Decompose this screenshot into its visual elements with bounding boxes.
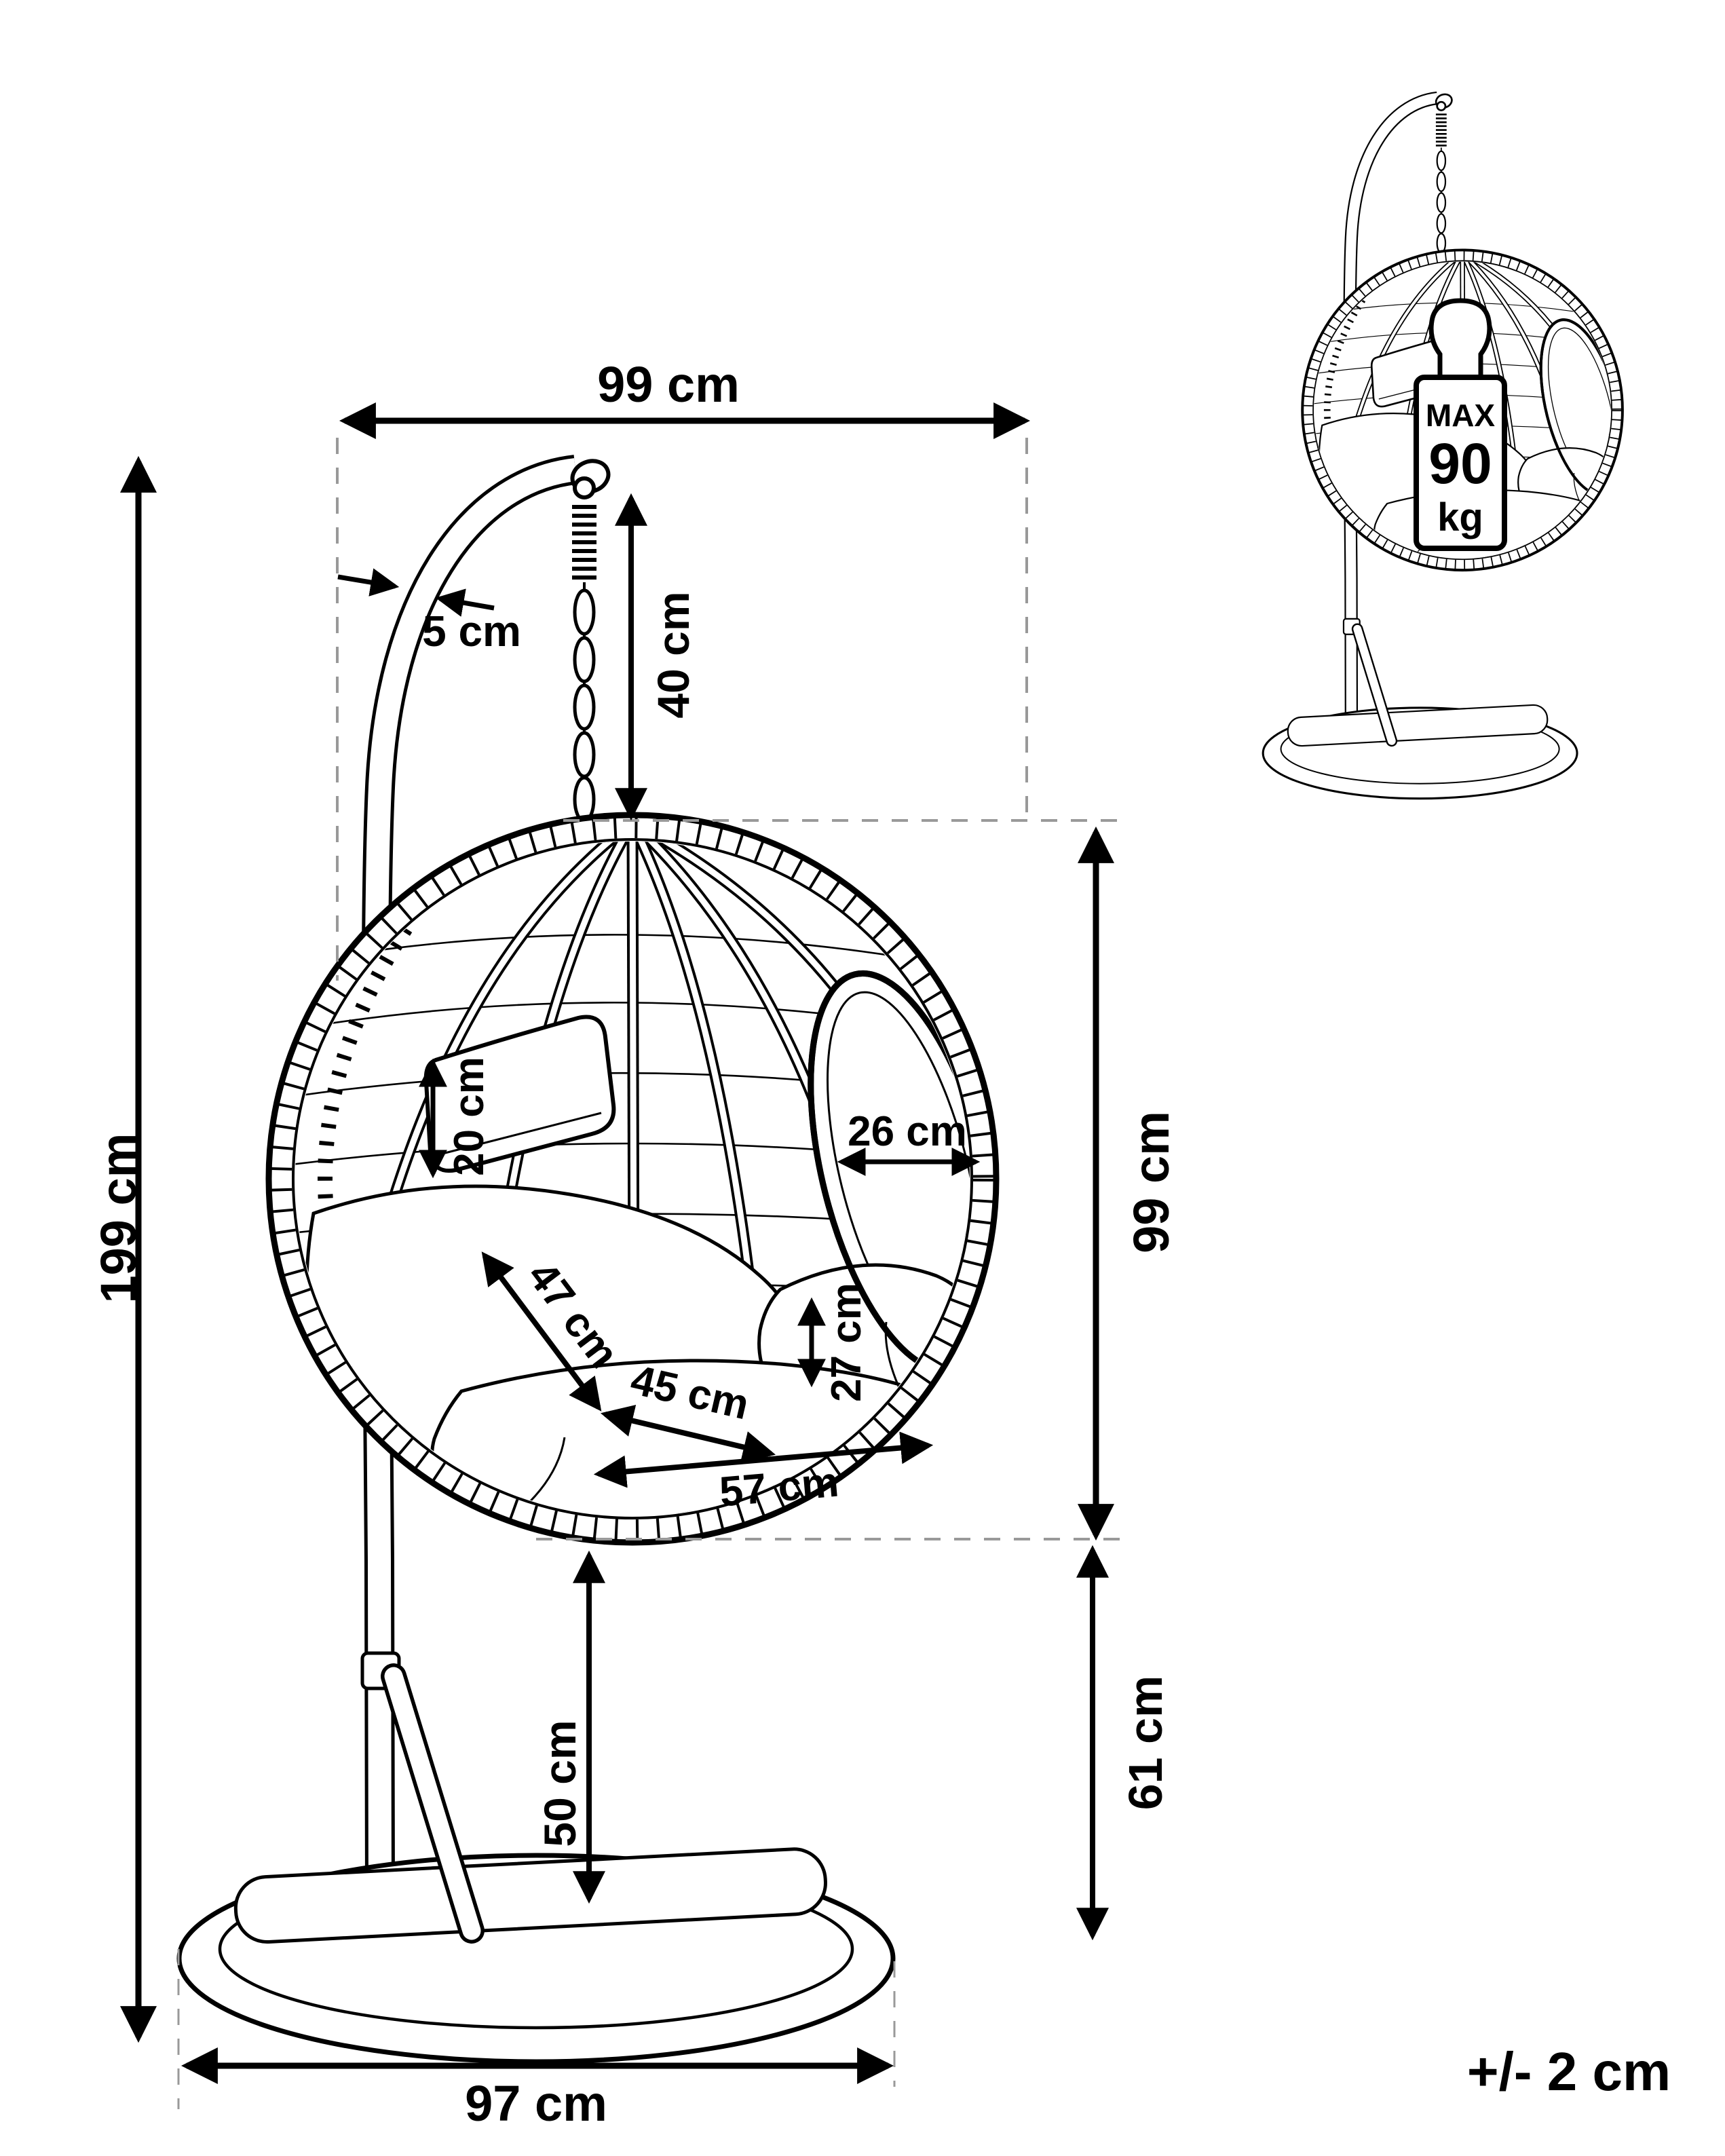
max-load-line3: kg [1437,495,1483,540]
max-load-line2: 90 [1428,432,1492,495]
dim-seat-diagonal-arrow [481,1251,602,1412]
dim-under-clearance: 50 cm [535,1550,605,1904]
dim-overall-width-label: 99 cm [597,356,740,413]
max-load-line1: MAX [1426,398,1496,433]
dim-tube-arrow-right [435,588,495,617]
max-load-box [1414,375,1507,551]
dim-pillow-height: 20 cm [419,1057,493,1179]
dim-basket-height-label: 99 cm [1123,1111,1179,1253]
construction-guides [177,438,1125,2109]
dim-tube-arrow-left [337,568,400,597]
dim-stand-clearance: 61 cm [1076,1545,1172,1941]
dim-inner-width: 57 cm [593,1431,934,1516]
dim-base-width-label: 97 cm [465,2075,607,2132]
dim-inner-width-arrow [593,1431,934,1488]
dim-opening-depth-label: 26 cm [848,1108,967,1155]
dim-under-clearance-label: 50 cm [535,1720,585,1847]
dim-overall-height-label: 199 cm [90,1133,147,1304]
dim-overall-height: 199 cm [90,455,157,2043]
inset-chair-figure: MAX 90 kg [1263,92,1638,799]
dim-stand-clearance-label: 61 cm [1119,1676,1172,1810]
dim-hanger-drop: 40 cm [615,493,698,821]
dim-tube-thickness: 5 cm [337,568,521,656]
dim-cushion-rise-label: 27 cm [823,1283,870,1402]
weight-icon [1428,298,1492,383]
dim-inner-width-label: 57 cm [718,1459,841,1516]
dim-pillow-height-label: 20 cm [446,1057,493,1176]
hanging-chair-drawing [179,456,1032,2062]
dim-tube-thickness-label: 5 cm [422,607,521,656]
tolerance-note: +/- 2 cm [1467,2041,1671,2102]
main-chair-figure [179,456,1032,2062]
dim-basket-height: 99 cm [1078,826,1179,1541]
dim-base-width: 97 cm [181,2047,894,2132]
dim-hanger-drop-label: 40 cm [648,591,698,718]
dim-cushion-rise: 27 cm [797,1283,870,1402]
max-load-badge: MAX 90 kg [1414,298,1507,551]
dim-opening-depth: 26 cm [837,1108,981,1176]
dim-overall-width: 99 cm [339,356,1031,439]
